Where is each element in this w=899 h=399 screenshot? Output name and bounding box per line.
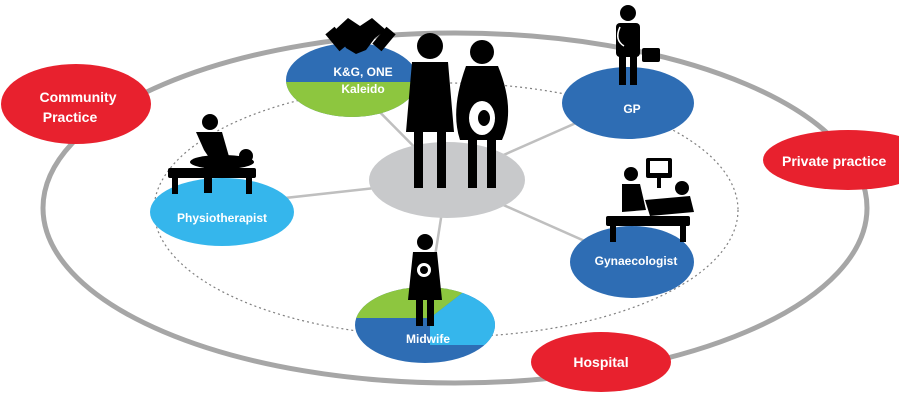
handshake-icon xyxy=(325,18,396,54)
community-practice-label-line1: Community xyxy=(40,89,117,105)
community-practice-label-line2: Practice xyxy=(43,109,98,125)
expecting-parents-icon xyxy=(406,33,509,188)
node-gp: GP xyxy=(562,67,694,139)
gynaecologist-label: Gynaecologist xyxy=(595,254,678,268)
region-private-practice: Private practice xyxy=(763,130,899,190)
midwife-label: Midwife xyxy=(406,332,450,346)
center-disc xyxy=(369,142,525,218)
hospital-label: Hospital xyxy=(573,354,628,370)
physiotherapist-label: Physiotherapist xyxy=(177,211,267,225)
private-practice-label: Private practice xyxy=(782,153,886,169)
outer-ring xyxy=(40,30,870,386)
node-physiotherapist: Physiotherapist xyxy=(150,178,294,246)
kg-one-label-line2: Kaleido xyxy=(341,82,384,96)
physiotherapy-treatment-icon xyxy=(168,114,256,194)
region-community-practice: Community Practice xyxy=(1,64,151,144)
doctor-with-bag-icon xyxy=(616,5,660,85)
ultrasound-scan-icon xyxy=(606,158,694,242)
region-hospital: Hospital xyxy=(531,332,671,392)
node-gynaecologist: Gynaecologist xyxy=(570,226,694,298)
kg-one-label-line1: K&G, ONE xyxy=(333,65,392,79)
gp-label: GP xyxy=(623,102,640,116)
midwife-with-baby-icon xyxy=(408,234,442,326)
